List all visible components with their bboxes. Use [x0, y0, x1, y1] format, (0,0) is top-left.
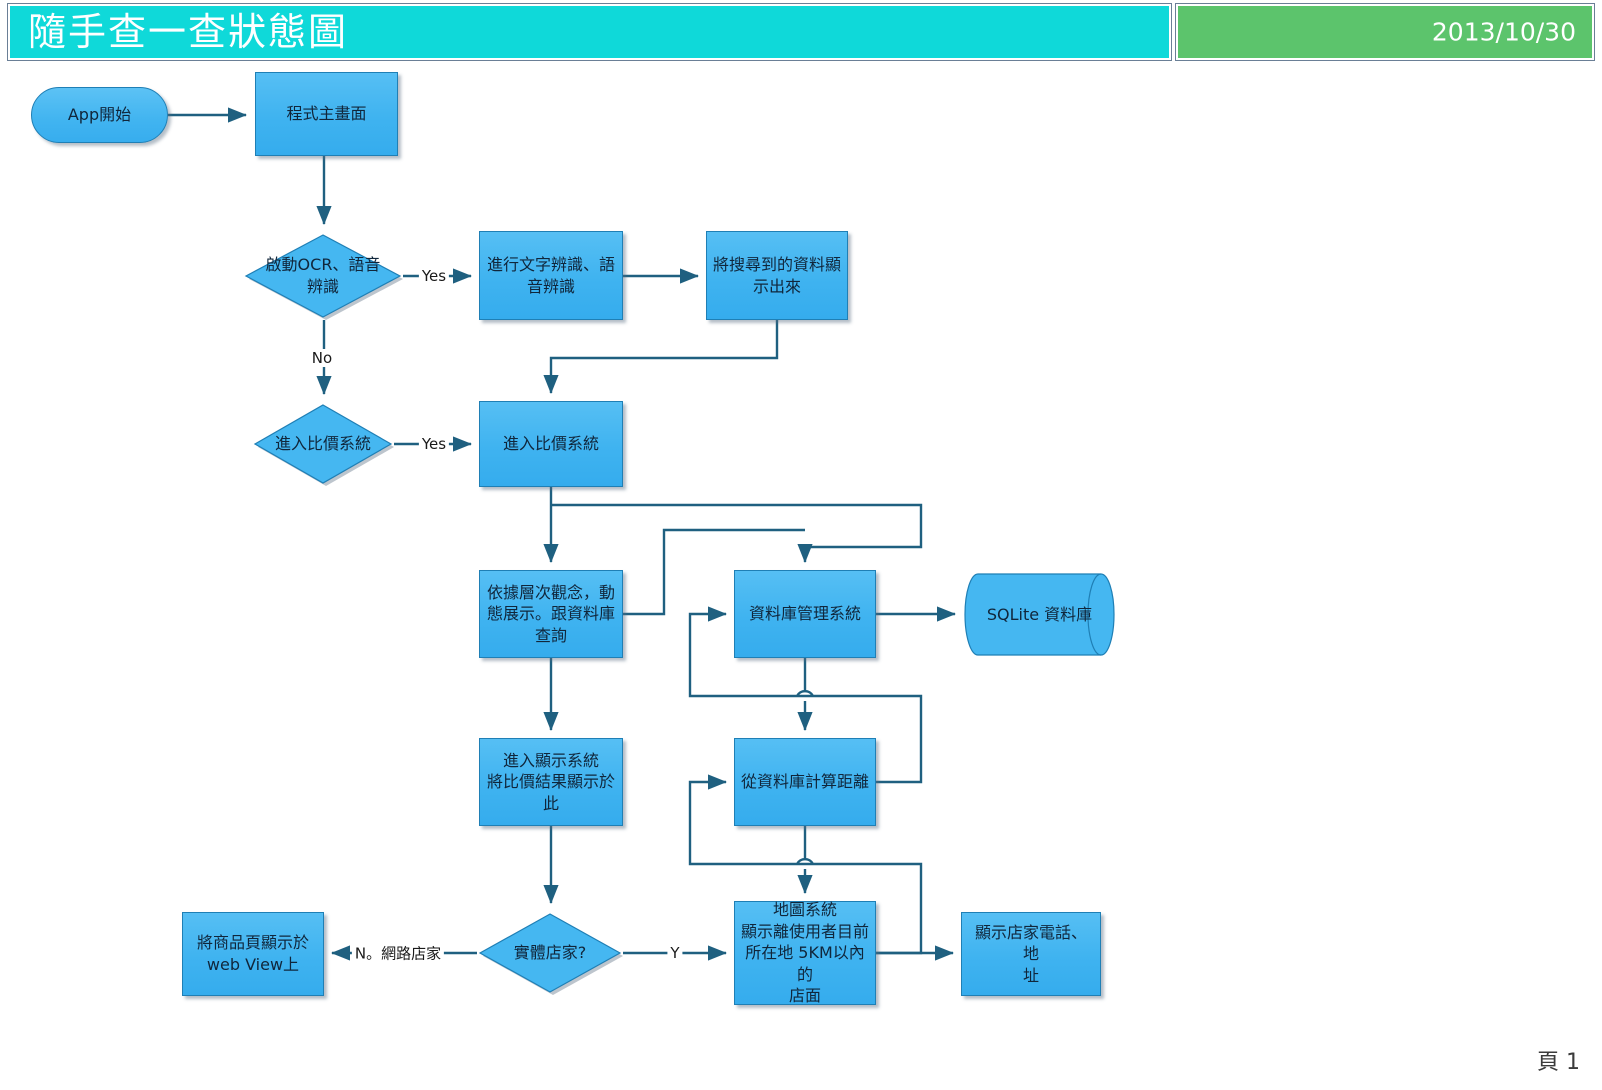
edge-label-no-ocr: No [308, 349, 336, 367]
page-title: 隨手查一查狀態圖 [28, 10, 349, 54]
flow-node-label-dbms: 資料庫管理系統 [748, 604, 861, 624]
flow-node-label-shop-info: 顯示店家電話、地 址 [974, 922, 1087, 985]
flow-node-map-sys[interactable]: 地圖系統 顯示離使用者目前 所在地 5KM以內的 店面 [734, 900, 876, 1005]
edge-showres-pricesys [543, 320, 779, 394]
flow-node-price-sys[interactable]: 進入比價系統 [479, 401, 623, 487]
cylinder-shape [964, 573, 1115, 656]
flow-node-d-price[interactable]: 進入比價系統 [252, 402, 394, 486]
flow-node-dbms[interactable]: 資料庫管理系統 [734, 570, 876, 658]
flow-node-label-main: 程式主畫面 [286, 104, 367, 124]
diamond-shape [244, 234, 403, 320]
flow-node-main[interactable]: 程式主畫面 [255, 72, 398, 156]
flow-node-label-display: 進入顯示系統 將比價結果顯示於 此 [486, 750, 615, 813]
flow-node-label-start: App開始 [67, 105, 132, 125]
edge-hier-dbms-route [623, 528, 805, 616]
flow-node-webview[interactable]: 將商品頁顯示於 web View上 [182, 912, 324, 996]
flow-node-d-ocr[interactable]: 啟動OCR、語音 辨識 [243, 232, 403, 320]
edge-label-yes-price: Yes [418, 435, 450, 453]
flow-node-sqlite[interactable]: SQLite 資料庫 [963, 572, 1116, 657]
flow-node-label-price-sys: 進入比價系統 [502, 434, 599, 454]
flow-node-d-shop[interactable]: 實體店家? [477, 911, 623, 995]
flow-node-label-hier: 依據層次觀念，動 態展示。跟資料庫 查詢 [486, 582, 615, 645]
date-label: 2013/10/30 [1431, 17, 1576, 47]
flow-node-ocr-run[interactable]: 進行文字辨識、語 音辨識 [479, 231, 623, 320]
edge-label-y-phys: Y [667, 944, 683, 962]
flow-node-label-map-sys: 地圖系統 顯示離使用者目前 所在地 5KM以內的 店面 [741, 900, 870, 1006]
flow-node-display[interactable]: 進入顯示系統 將比價結果顯示於 此 [479, 738, 623, 826]
flow-node-show-res[interactable]: 將搜尋到的資料顯 示出來 [706, 231, 848, 320]
diamond-shape [478, 913, 623, 995]
flow-node-label-webview: 將商品頁顯示於 web View上 [196, 933, 309, 974]
diamond-shape [253, 404, 394, 486]
line-jump-icon-upper [795, 689, 815, 697]
flow-node-label-sqlite: SQLite 資料庫 [986, 604, 1093, 624]
edge-label-n-online: N。網路店家 [351, 942, 445, 964]
line-jump-icon-lower [795, 857, 815, 865]
edge-pricesys-dbms [551, 503, 923, 563]
title-bar: 隨手查一查狀態圖 [7, 3, 1172, 61]
date-bar: 2013/10/30 [1175, 3, 1595, 61]
flow-node-label-d-ocr: 啟動OCR、語音 辨識 [265, 255, 381, 296]
page-number: 頁 1 [1537, 1050, 1580, 1075]
flow-node-shop-info[interactable]: 顯示店家電話、地 址 [961, 912, 1101, 996]
flow-node-label-d-shop: 實體店家? [513, 943, 587, 963]
edge-label-yes-ocr: Yes [418, 267, 450, 285]
flow-node-calc-dist[interactable]: 從資料庫計算距離 [734, 738, 876, 826]
flow-node-hier[interactable]: 依據層次觀念，動 態展示。跟資料庫 查詢 [479, 570, 623, 658]
flow-node-label-show-res: 將搜尋到的資料顯 示出來 [713, 254, 842, 296]
flow-node-label-d-price: 進入比價系統 [274, 434, 371, 454]
flow-node-label-ocr-run: 進行文字辨識、語 音辨識 [486, 254, 615, 296]
edge-calcdist-dbms-loop [688, 606, 923, 784]
flow-node-start[interactable]: App開始 [31, 87, 168, 143]
flow-node-label-calc-dist: 從資料庫計算距離 [741, 772, 870, 792]
